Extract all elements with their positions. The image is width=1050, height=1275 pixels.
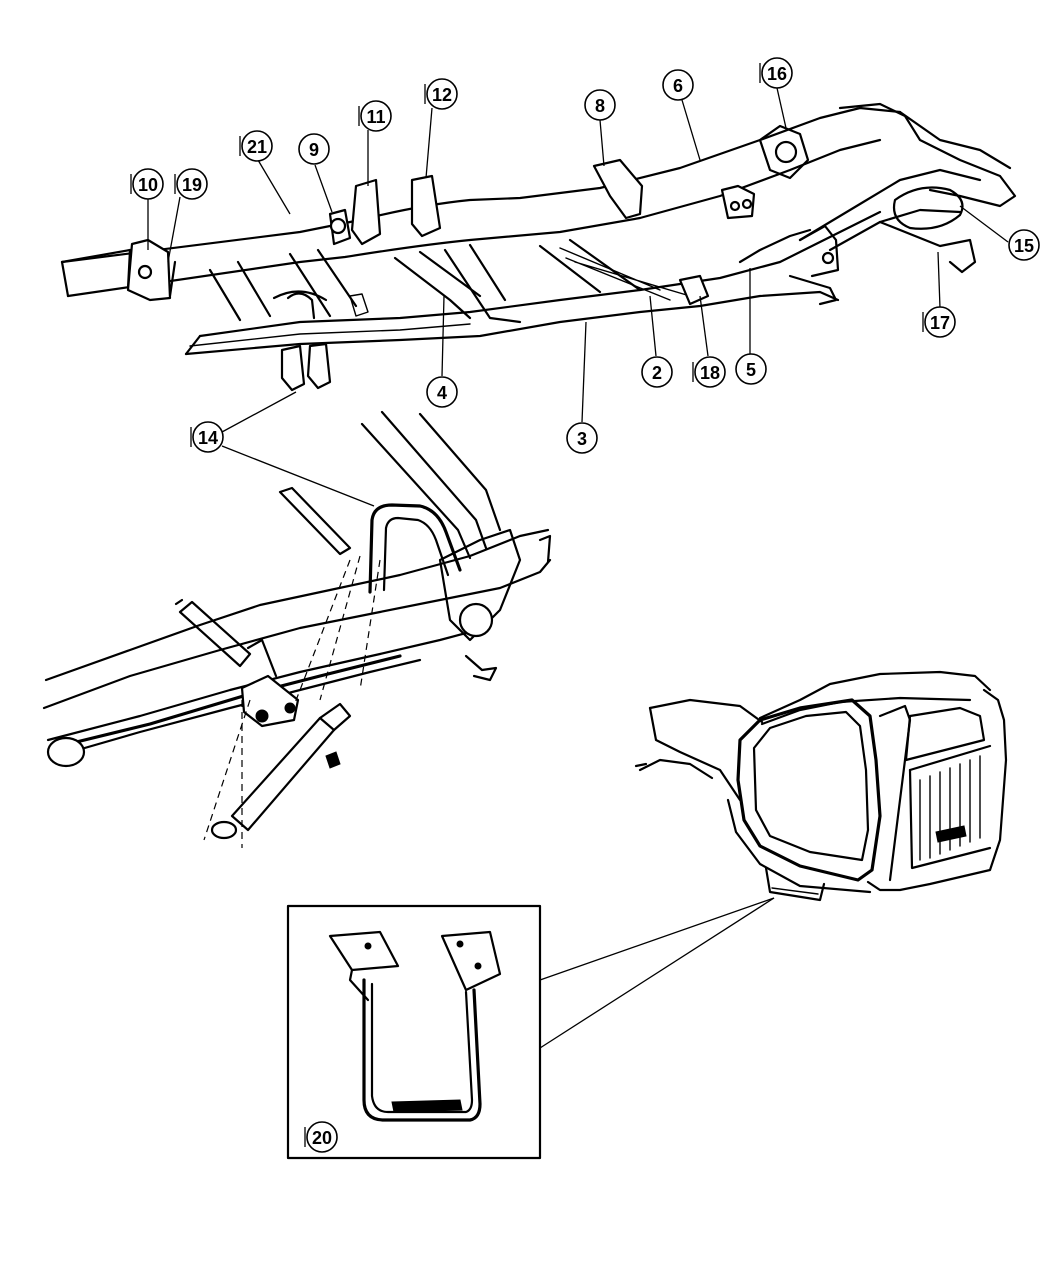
callout-10-label: 10 [138, 175, 158, 195]
callout-11-label: 11 [366, 107, 385, 127]
callout-16-label: 16 [767, 64, 787, 84]
callout-6-label: 6 [673, 76, 683, 96]
callout-15: 15 [1008, 229, 1040, 261]
callout-18-label: 18 [700, 363, 720, 383]
rear-suspension-detail [42, 410, 552, 848]
callout-19: 19 [174, 168, 208, 200]
callout-4: 4 [426, 376, 458, 408]
callout-9-label: 9 [309, 140, 319, 160]
callout-20: 20 [304, 1121, 338, 1153]
callout-10: 10 [130, 168, 164, 200]
callout-3-label: 3 [577, 429, 587, 449]
callout-21: 21 [239, 130, 273, 162]
callout-5-label: 5 [746, 360, 756, 380]
leader-lines [147, 87, 1009, 507]
callout-8-label: 8 [595, 96, 605, 116]
frame-assembly [60, 102, 1017, 392]
callout-18: 18 [692, 356, 726, 388]
callout-3: 3 [566, 422, 598, 454]
callout-14: 14 [190, 421, 224, 453]
callout-19-label: 19 [182, 175, 202, 195]
callout-2: 2 [641, 356, 673, 388]
callout-9: 9 [298, 133, 330, 165]
callout-11: 11 [358, 100, 392, 132]
callout-12-label: 12 [432, 85, 452, 105]
callout-21-label: 21 [247, 137, 267, 157]
callout-16: 16 [759, 57, 793, 89]
callout-12: 12 [424, 78, 458, 110]
callout-2-label: 2 [652, 363, 662, 383]
callouts: 10 19 21 9 11 12 8 [130, 57, 1040, 1153]
callout-14-label: 14 [198, 428, 218, 448]
callout-17-label: 17 [930, 313, 950, 333]
callout-20-label: 20 [312, 1128, 332, 1148]
callout-6: 6 [662, 69, 694, 101]
callout-5: 5 [735, 353, 767, 385]
callout-4-label: 4 [437, 383, 447, 403]
cab-illustration [634, 670, 1008, 902]
callout-15-label: 15 [1014, 236, 1034, 256]
step-detail-box [286, 897, 775, 1160]
callout-17: 17 [922, 306, 956, 338]
callout-8: 8 [584, 89, 616, 121]
